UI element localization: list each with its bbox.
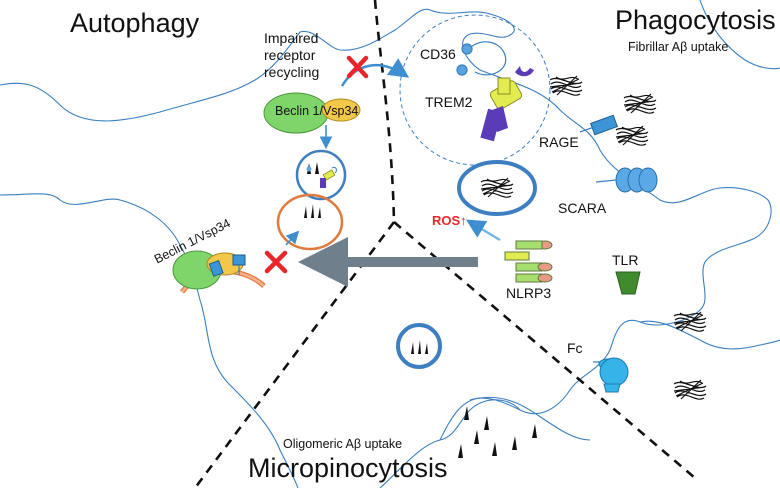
label-impaired-line-2: receptor <box>264 47 316 63</box>
label-trem2: TREM2 <box>425 94 473 110</box>
membrane-top-left <box>0 8 772 415</box>
title-micropinocytosis: Micropinocytosis <box>248 453 448 483</box>
label-scara: SCARA <box>558 200 607 216</box>
label-impaired-line-3: recycling <box>264 64 320 80</box>
trem2-region-circle <box>399 14 551 166</box>
recycling-arrow <box>340 58 410 87</box>
membrane-bottom-right <box>379 320 780 489</box>
autophagosome <box>276 193 344 251</box>
label-rage: RAGE <box>539 134 579 150</box>
endosome-with-receptors <box>295 149 347 201</box>
membrane-left-lower <box>0 193 299 489</box>
nlrp3-to-ros-arrow <box>465 219 501 242</box>
label-tlr: TLR <box>612 252 639 268</box>
tlr-receptor <box>615 271 641 295</box>
membrane-right-top <box>699 0 780 70</box>
title-autophagy: Autophagy <box>70 8 200 38</box>
membrane-bottom-mid <box>439 396 591 441</box>
label-beclin-top: Beclin 1/Vsp34 <box>275 104 359 118</box>
cd36-receptor <box>456 41 507 76</box>
divider-top <box>373 0 396 223</box>
label-impaired-receptor-recycling: Impaired receptor recycling <box>264 30 319 81</box>
block-x-bottom <box>264 250 288 274</box>
phagosome <box>457 160 537 216</box>
autophagosome-up-arrow <box>285 230 300 246</box>
label-impaired-line-1: Impaired <box>264 30 319 46</box>
nlrp3-complex <box>504 240 553 283</box>
macropinosome <box>396 323 442 369</box>
block-x-top <box>346 55 369 79</box>
label-nlrp3: NLRP3 <box>506 285 552 301</box>
label-cd36: CD36 <box>420 46 456 62</box>
label-fc: Fc <box>567 340 583 356</box>
oligomeric-abeta <box>458 406 537 458</box>
rage-receptor <box>579 114 618 136</box>
title-phagocytosis: Phagocytosis <box>615 5 776 35</box>
beclin-complex-top <box>263 92 361 134</box>
fc-receptor <box>593 357 629 393</box>
subtitle-oligomeric: Oligomeric Aβ uptake <box>283 437 403 451</box>
beclin-complex-bottom <box>172 250 266 294</box>
scara-receptor <box>595 167 658 193</box>
trem2-receptor <box>480 66 534 142</box>
subtitle-fibrillar: Fibrillar Aβ uptake <box>628 40 729 54</box>
label-ros: ROS↑ <box>432 213 467 228</box>
